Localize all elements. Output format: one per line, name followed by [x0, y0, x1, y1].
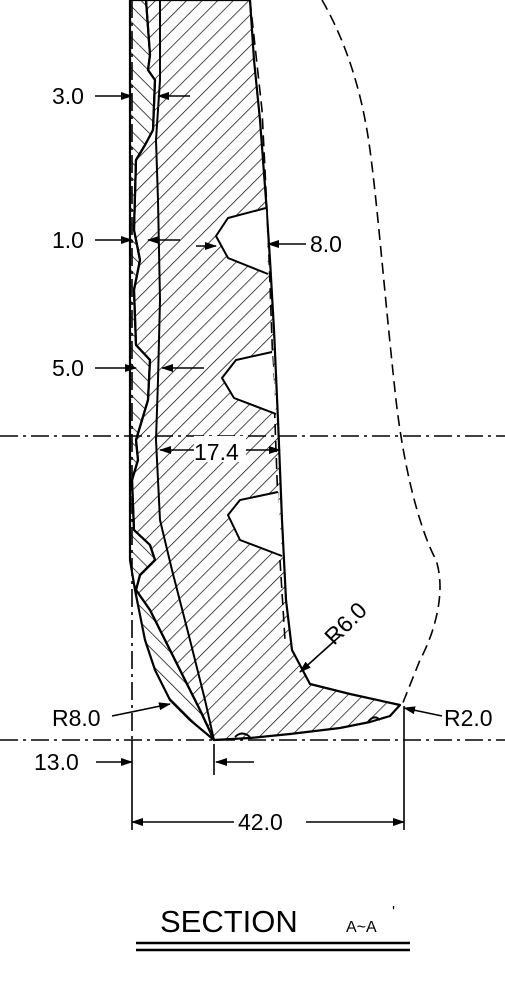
dim-13-0: 13.0	[34, 749, 79, 775]
dim-r6-0: R6.0	[319, 597, 372, 650]
section-title-prime: '	[392, 904, 395, 921]
dim-17-4: 17.4	[194, 439, 239, 465]
dim-5-0: 5.0	[52, 355, 84, 381]
dim-r2-0: R2.0	[444, 705, 493, 731]
dim-1-0: 1.0	[52, 227, 84, 253]
dim-3-0: 3.0	[52, 83, 84, 109]
dim-42-0: 42.0	[238, 809, 283, 835]
dim-r8-0: R8.0	[52, 705, 101, 731]
sipe-profiles	[214, 207, 283, 557]
dim-8-0: 8.0	[310, 231, 342, 257]
section-title-sub: A~A	[346, 919, 377, 936]
section-title-main: SECTION	[160, 904, 298, 939]
section-title: SECTION A~A '	[136, 904, 410, 952]
